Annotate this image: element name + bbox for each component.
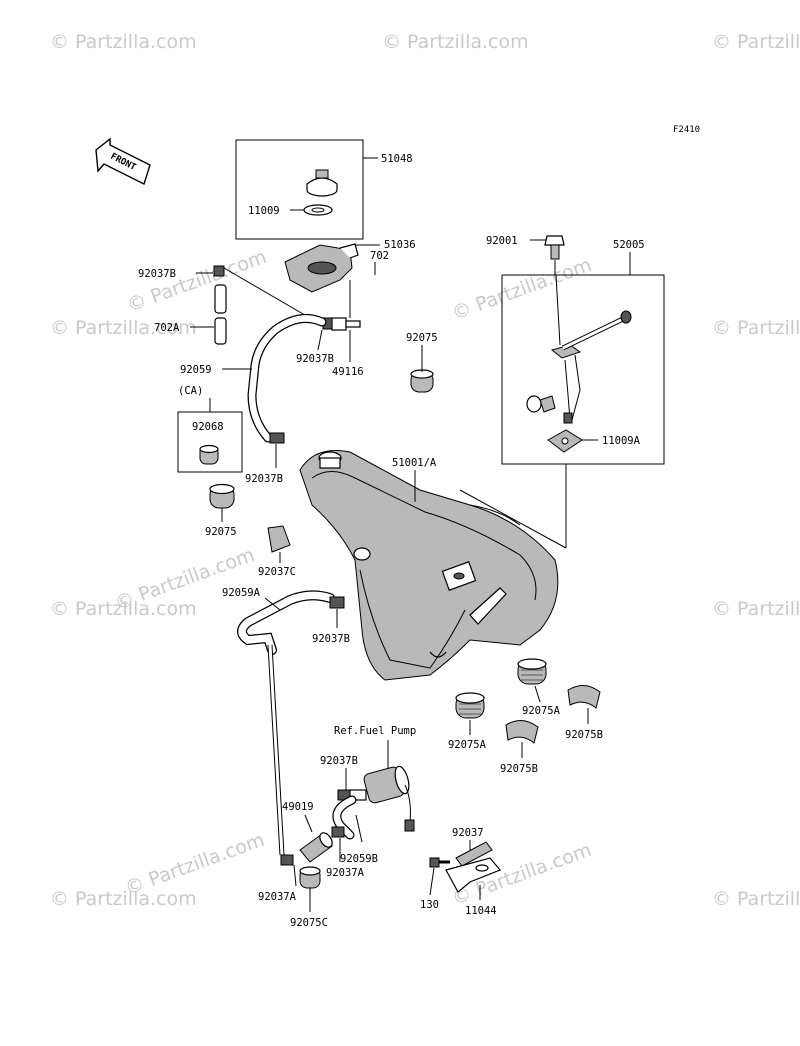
- bolt-icon: [544, 235, 565, 260]
- part-label-702A: 702A: [154, 322, 180, 334]
- watermark-text: © Partzilla.com: [712, 31, 800, 53]
- damper-icon: [455, 692, 485, 719]
- part-label-11009: 11009: [248, 205, 280, 217]
- clamp-icon: [269, 432, 285, 444]
- damper-half-icon: [567, 685, 601, 709]
- ca-label: (CA): [178, 385, 203, 397]
- gasket-icon: [303, 204, 333, 216]
- part-label-130: 130: [420, 899, 439, 911]
- watermark-text: © Partzilla.com: [449, 254, 594, 325]
- watermark-text: © Partzilla.com: [712, 598, 800, 620]
- bracket-icon: [445, 841, 501, 893]
- fuel-pump-icon: [349, 765, 415, 832]
- part-label-92037C: 92037C: [258, 566, 296, 578]
- grommet-icon: [410, 369, 434, 393]
- part-label-92075A-right: 92075A: [522, 705, 561, 717]
- part-label-92037A-mid: 92037A: [326, 867, 365, 879]
- part-label-52005: 52005: [613, 239, 645, 251]
- part-label-92075C: 92075C: [290, 917, 328, 929]
- reference-note: Ref.Fuel Pump: [334, 725, 416, 737]
- clamp-icon: [213, 265, 225, 277]
- part-label-92075A-left: 92075A: [448, 739, 487, 751]
- part-label-92037B-low: 92037B: [312, 633, 350, 645]
- part-label-92037B-top: 92037B: [138, 268, 176, 280]
- watermark-text: © Partzilla.com: [50, 598, 197, 620]
- bolt-icon: [429, 857, 450, 868]
- part-label-92037B-mid: 92037B: [296, 353, 334, 365]
- watermark-text: © Partzilla.com: [50, 317, 197, 339]
- fuel-tank-icon: [299, 450, 559, 681]
- filler-neck-icon: [284, 243, 359, 293]
- cap-box-frame: [235, 139, 364, 240]
- part-label-92068: 92068: [192, 421, 224, 433]
- part-label-11044: 11044: [465, 905, 497, 917]
- fuel-filter-icon: [299, 832, 333, 863]
- ca-box-frame: [177, 411, 243, 473]
- part-label-92059B: 92059B: [340, 853, 378, 865]
- watermark-text: © Partzilla.com: [50, 888, 197, 910]
- clamp-icon: [331, 826, 345, 838]
- watermark-text: © Partzilla.com: [382, 31, 529, 53]
- part-label-92075-top: 92075: [406, 332, 438, 344]
- part-label-92075-left: 92075: [205, 526, 237, 538]
- grommet-icon: [299, 866, 321, 889]
- diagram-code: F2410: [673, 125, 700, 135]
- damper-icon: [517, 658, 547, 685]
- tube-icon: [214, 317, 227, 345]
- part-label-92001: 92001: [486, 235, 518, 247]
- watermark-text: © Partzilla.com: [50, 31, 197, 53]
- part-label-92037B-pump: 92037B: [320, 755, 358, 767]
- part-label-92059: 92059: [180, 364, 212, 376]
- fuel-cap-icon: [306, 169, 338, 197]
- tube-icon: [214, 284, 227, 314]
- clamp-icon: [280, 854, 294, 866]
- part-label-92059A: 92059A: [222, 587, 261, 599]
- watermark-text: © Partzilla.com: [712, 888, 800, 910]
- fuel-hose-icon: [247, 313, 327, 443]
- clamp-icon: [329, 596, 345, 609]
- part-label-92037A-low: 92037A: [258, 891, 297, 903]
- gauge-box-frame: [501, 274, 665, 465]
- part-label-51036: 51036: [384, 239, 416, 251]
- front-arrow-icon: FRONT: [95, 137, 151, 185]
- cushion-icon: [199, 444, 219, 465]
- part-label-702: 702: [370, 250, 389, 262]
- fuel-cap-assembly: 51048 11009: [235, 139, 413, 240]
- valve-icon: [331, 280, 361, 331]
- watermarks: © Partzilla.com © Partzilla.com © Partzi…: [50, 31, 800, 910]
- part-label-51001A: 51001/A: [392, 457, 437, 469]
- part-label-11009A: 11009A: [602, 435, 641, 447]
- fuel-gauge-sender-icon: [526, 274, 632, 424]
- part-label-92037B-left: 92037B: [245, 473, 283, 485]
- part-label-92075B-right: 92075B: [565, 729, 603, 741]
- clip-icon: [267, 525, 291, 553]
- part-label-92075B-left: 92075B: [500, 763, 538, 775]
- grommet-icon: [209, 483, 235, 509]
- part-label-49116: 49116: [332, 366, 364, 378]
- part-label-51048: 51048: [381, 153, 413, 165]
- part-label-92037: 92037: [452, 827, 484, 839]
- part-label-49019: 49019: [282, 801, 314, 813]
- gasket-icon: [547, 429, 583, 453]
- damper-half-icon: [505, 720, 539, 744]
- watermark-text: © Partzilla.com: [712, 317, 800, 339]
